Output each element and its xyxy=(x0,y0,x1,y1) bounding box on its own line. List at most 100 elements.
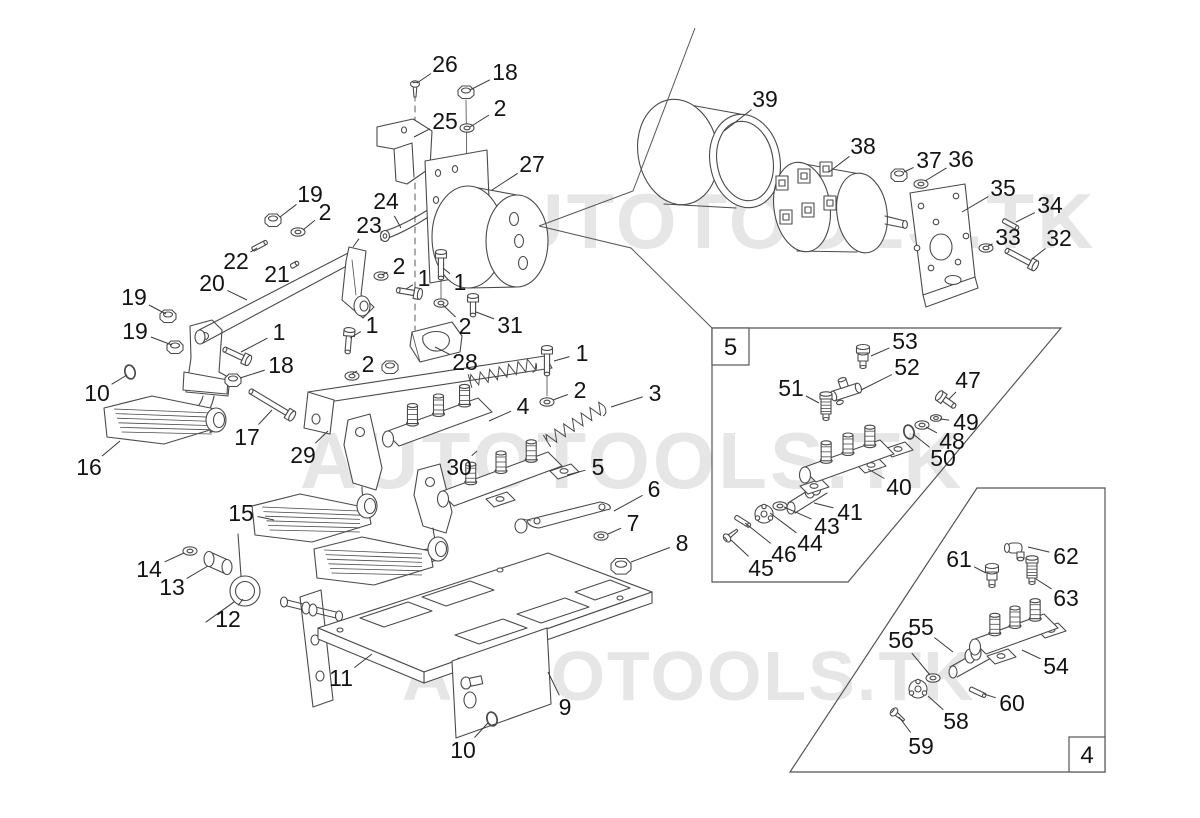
pedal-drawing-0 xyxy=(104,396,226,444)
callout-leader-27-4 xyxy=(491,172,518,191)
callout-leader-11-41 xyxy=(354,653,373,668)
part-number-label-20-11: 20 xyxy=(199,270,225,296)
callout-leader-10-14 xyxy=(111,374,128,385)
frame-11-9-drawing xyxy=(281,553,653,738)
pedal-drawing-1 xyxy=(252,494,377,542)
part-number-label-26-0: 26 xyxy=(432,51,458,77)
bolt-glyph xyxy=(542,346,553,376)
part-number-label-4-30: 4 xyxy=(517,393,530,419)
part-number-label-34-49: 34 xyxy=(1037,192,1063,218)
callout-leader-19-13 xyxy=(150,336,173,346)
callout-leader-34-49 xyxy=(1015,212,1036,223)
part-number-label-29-36: 29 xyxy=(290,442,316,468)
washer-glyph xyxy=(773,502,787,510)
switch-38-drawing xyxy=(768,159,907,257)
detail-box-5-outline xyxy=(711,327,1063,583)
callout-leader-20-11 xyxy=(227,289,248,301)
callout-leader-33-50 xyxy=(987,243,993,247)
bolt-glyph xyxy=(221,344,253,367)
part-number-label-14-38: 14 xyxy=(136,556,162,582)
callout-leader-63-67 xyxy=(1035,578,1052,590)
part-number-label-47-55: 47 xyxy=(955,367,981,393)
flange-glyph xyxy=(755,504,773,523)
part-number-label-61-65: 61 xyxy=(946,546,972,572)
callout-leader-4-30 xyxy=(488,410,512,422)
callout-leader-46-63 xyxy=(744,522,772,544)
washer-glyph xyxy=(594,532,608,540)
part-number-label-12-40: 12 xyxy=(215,606,241,632)
callout-leader-22-9 xyxy=(250,247,258,253)
part-number-label-17-17: 17 xyxy=(234,424,260,450)
callout-leader-2-24 xyxy=(442,304,456,318)
callout-leader-18-16 xyxy=(239,369,265,379)
callout-leader-35-48 xyxy=(961,196,989,213)
part-number-label-53-52: 53 xyxy=(892,328,918,354)
part-number-label-2-24: 2 xyxy=(459,313,472,339)
callout-leader-14-38 xyxy=(164,552,185,563)
callout-leader-32-51 xyxy=(1031,248,1046,260)
callout-leader-41-60 xyxy=(813,502,834,509)
callout-leader-59-73 xyxy=(898,716,912,733)
part-number-label-43-61: 43 xyxy=(814,513,840,539)
part-number-label-37-46: 37 xyxy=(916,147,942,173)
callout-leader-2-21 xyxy=(381,271,388,276)
part-number-label-5-32: 5 xyxy=(592,454,605,480)
callout-leader-45-64 xyxy=(730,539,749,557)
detail-boxes-layer: 54 xyxy=(538,27,1106,773)
manifold-drawing-1 xyxy=(438,440,563,507)
washer-glyph xyxy=(930,415,941,422)
part-number-label-49-56: 49 xyxy=(953,409,979,435)
part-number-label-33-50: 33 xyxy=(995,224,1021,250)
plug-fitting-glyph xyxy=(820,392,832,421)
callout-leader-58-72 xyxy=(927,695,944,711)
washer-glyph xyxy=(434,299,448,307)
callout-leader-44-62 xyxy=(769,512,797,534)
o-ring-glyph xyxy=(902,424,915,440)
callout-leader-13-39 xyxy=(186,565,209,579)
bolt-glyph xyxy=(396,284,424,299)
nut-glyph xyxy=(167,341,183,354)
callout-leader-1-15 xyxy=(240,337,268,353)
part-number-label-18-1: 18 xyxy=(492,59,518,85)
callout-leader-24-5 xyxy=(393,215,402,229)
callout-leader-37-46 xyxy=(903,166,914,173)
part-number-label-2-28: 2 xyxy=(574,377,587,403)
spring-drawing-0 xyxy=(468,359,536,388)
part-number-label-58-72: 58 xyxy=(943,708,969,734)
callout-leader-51-54 xyxy=(805,395,820,404)
callout-leader-39-44 xyxy=(723,109,752,132)
spring-12-drawing xyxy=(206,534,260,622)
part-number-label-9-42: 9 xyxy=(559,694,572,720)
callout-leader-28-26 xyxy=(434,346,451,355)
line-art-layer xyxy=(183,93,993,738)
part-number-label-2-21: 2 xyxy=(393,253,406,279)
part-number-label-54-70: 54 xyxy=(1043,653,1069,679)
bolt-glyph xyxy=(247,386,297,422)
part-number-label-13-39: 13 xyxy=(159,574,185,600)
callout-leader-19-12 xyxy=(148,304,167,315)
callout-leader-6-33 xyxy=(613,494,643,512)
callout-leader-16-18 xyxy=(101,440,121,457)
part-number-label-44-62: 44 xyxy=(797,530,823,556)
part-number-label-35-48: 35 xyxy=(990,175,1016,201)
part-number-label-63-67: 63 xyxy=(1053,585,1079,611)
callout-leader-2-28 xyxy=(552,394,568,401)
bolt-glyph xyxy=(468,294,479,317)
callout-leader-56-69 xyxy=(911,652,931,676)
callout-leader-5-32 xyxy=(566,469,586,476)
part-number-label-38-45: 38 xyxy=(850,133,876,159)
callout-leader-62-66 xyxy=(1027,546,1050,553)
part-number-label-30-31: 30 xyxy=(446,454,472,480)
detail-fan-line-1 xyxy=(538,225,713,329)
callout-leader-31-25 xyxy=(475,311,495,320)
bolt-glyph xyxy=(934,390,958,412)
nut-glyph xyxy=(382,361,398,374)
bolt-glyph xyxy=(342,327,355,354)
o-ring-glyph xyxy=(123,364,136,380)
rod-20-lever-23-drawing xyxy=(195,247,374,344)
part-number-label-51-54: 51 xyxy=(778,375,804,401)
part-number-label-10-14: 10 xyxy=(84,380,110,406)
callout-leader-3-29 xyxy=(610,396,643,408)
callout-leader-12-40 xyxy=(237,598,244,606)
